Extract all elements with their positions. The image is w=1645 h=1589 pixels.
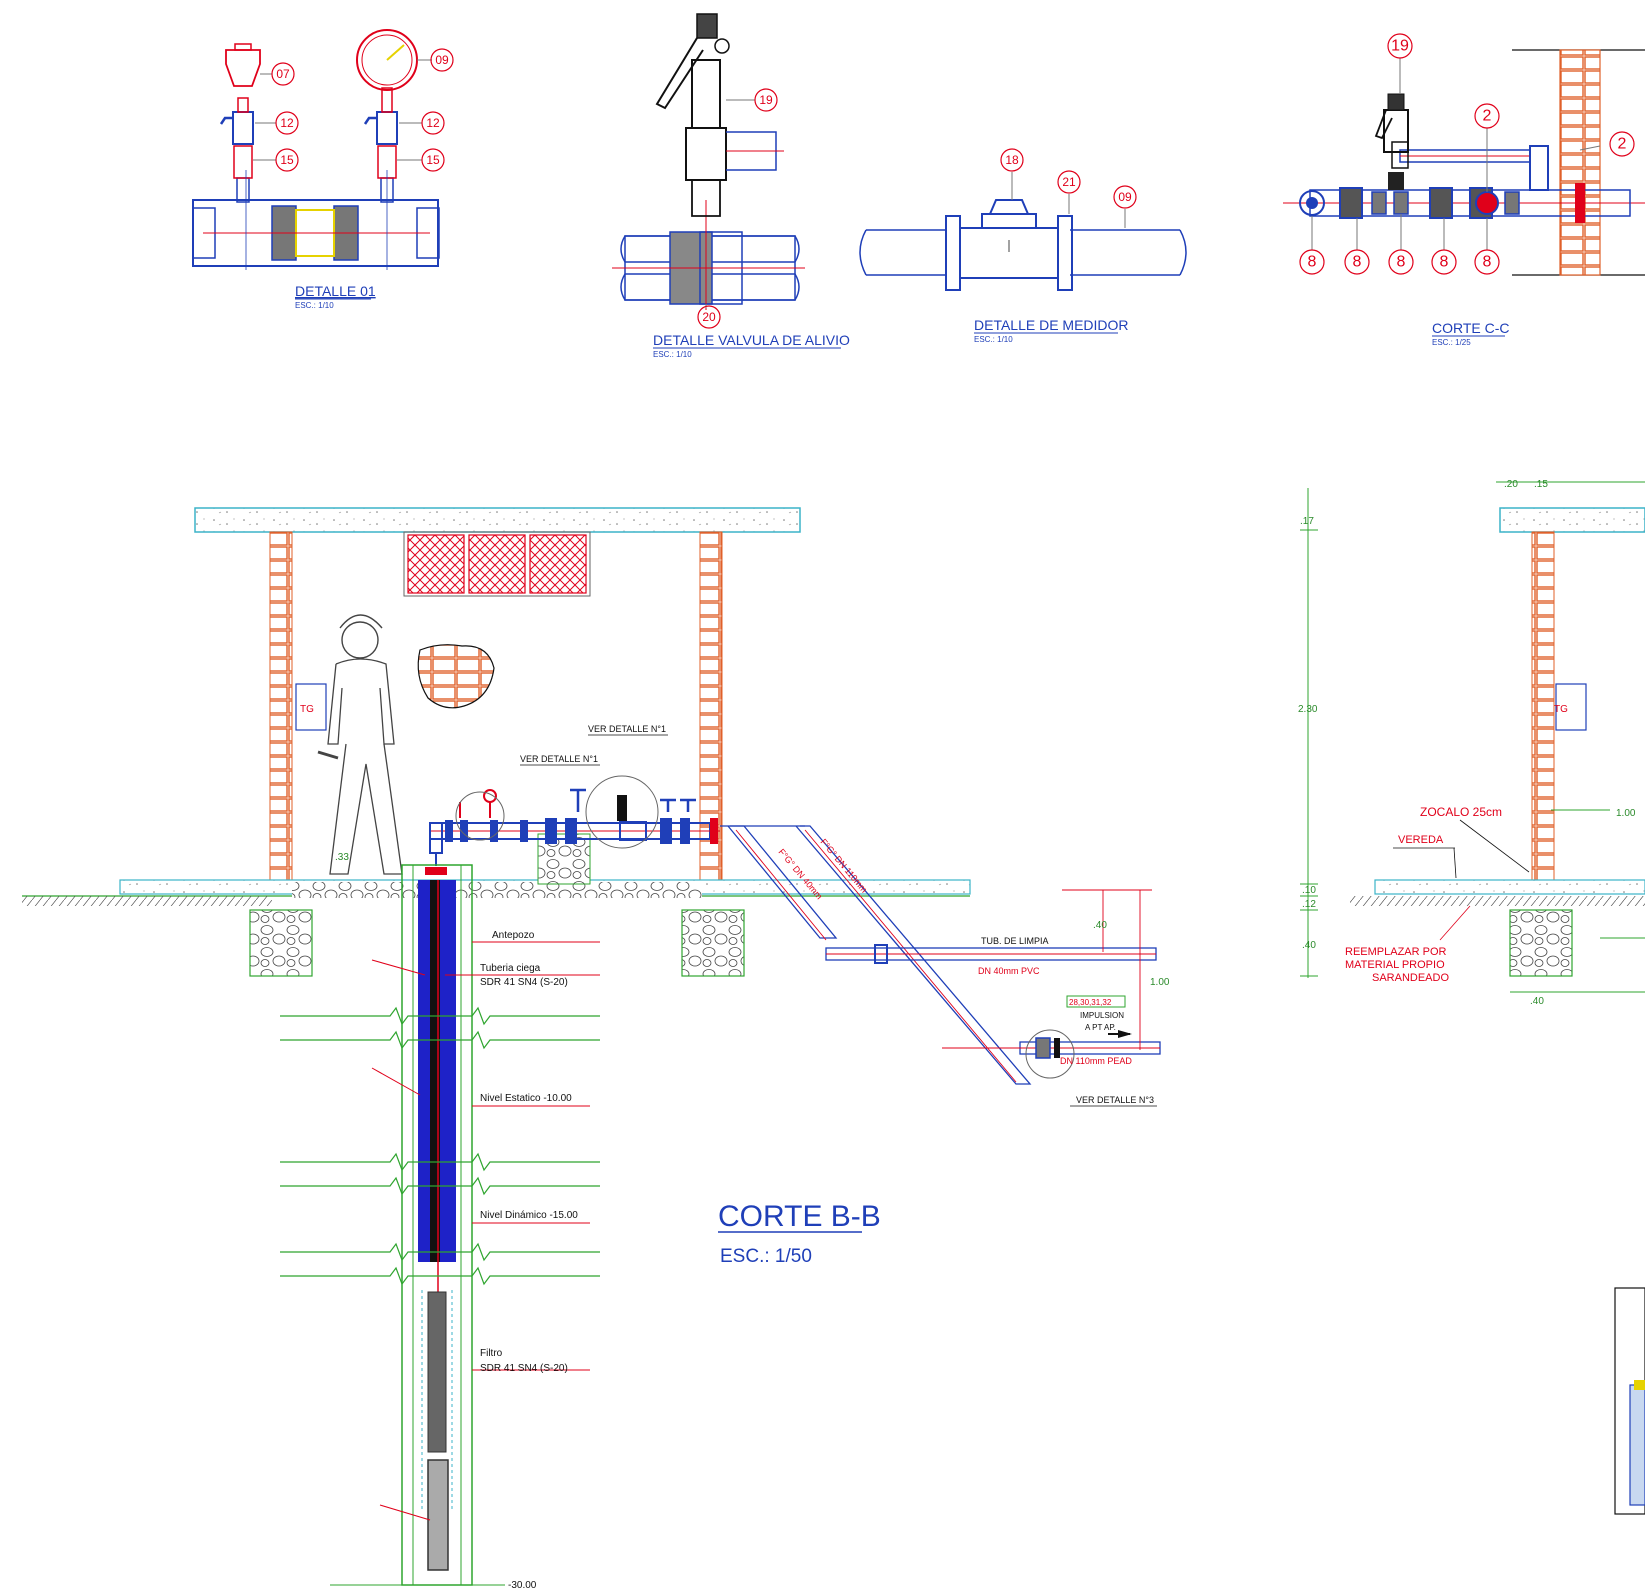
label-nivel-dinamico: Nivel Dinámico -15.00 xyxy=(480,1210,578,1221)
panel-tg-right: TG xyxy=(1554,704,1568,715)
callout-19-cc: 19 xyxy=(1391,38,1409,55)
detail-01-callouts: 07 09 12 12 15 15 xyxy=(253,48,454,172)
label-dn110: DN 110mm PEAD xyxy=(1060,1056,1132,1066)
right-section-labels: .17 2.30 .10 .12 .40 .20 .15 1.00 .40 TG… xyxy=(1298,479,1636,1007)
label-fondo: -30.00 xyxy=(508,1580,537,1589)
dim-1-00-right: 1.00 xyxy=(1616,808,1636,819)
callout-12-left: 12 xyxy=(280,116,294,130)
callout-8-d: 8 xyxy=(1440,254,1449,271)
callout-19-valve: 19 xyxy=(759,93,773,107)
label-tuberia-ciega: Tuberia ciega xyxy=(480,963,541,974)
callout-09-meter: 09 xyxy=(1118,190,1132,204)
label-vereda: VEREDA xyxy=(1398,834,1444,846)
label-reemplazar: REEMPLAZAR POR xyxy=(1345,946,1447,958)
dim-0-10: .10 xyxy=(1302,885,1316,896)
callout-2-cc-b: 2 xyxy=(1618,136,1627,153)
dim-0-15: .15 xyxy=(1534,479,1548,490)
dim-0-17: .17 xyxy=(1300,516,1314,527)
dim-0-40-right: .40 xyxy=(1302,940,1316,951)
relief-valve-callouts: 19 20 xyxy=(697,88,778,329)
label-sdr-1: SDR 41 SN4 (S-20) xyxy=(480,977,568,988)
section-b-b-piping xyxy=(425,775,1161,1085)
title-detalle-01: DETALLE 01 xyxy=(295,283,376,299)
dim-0-33: .33 xyxy=(335,852,349,863)
label-ver-detalle-1a: VER DETALLE N°1 xyxy=(588,724,666,734)
section-c-c-callouts: 19 2 2 8 8 8 8 8 xyxy=(1299,33,1635,275)
callout-18: 18 xyxy=(1005,153,1019,167)
label-zocalo: ZOCALO 25cm xyxy=(1420,805,1502,819)
title-medidor: DETALLE DE MEDIDOR xyxy=(974,317,1129,333)
label-filtro: Filtro xyxy=(480,1348,503,1359)
dim-1-00: 1.00 xyxy=(1150,977,1170,988)
panel-tg: TG xyxy=(300,704,314,715)
section-c-c xyxy=(1283,49,1645,276)
callout-8-b: 8 xyxy=(1353,254,1362,271)
callout-15-left: 15 xyxy=(280,153,294,167)
detail-meter xyxy=(859,199,1187,291)
title-corte-bb: CORTE B-B xyxy=(718,1200,881,1233)
label-impulsion: IMPULSION xyxy=(1080,1011,1124,1020)
dim-0-20: .20 xyxy=(1504,479,1518,490)
dim-0-40: .40 xyxy=(1093,920,1107,931)
callout-12-right: 12 xyxy=(426,116,440,130)
callout-8-a: 8 xyxy=(1308,254,1317,271)
label-items-ref: 28,30,31,32 xyxy=(1069,998,1112,1007)
callout-09: 09 xyxy=(435,53,449,67)
label-sarandeado: SARANDEADO xyxy=(1372,972,1449,984)
label-dn40: DN 40mm PVC xyxy=(978,966,1040,976)
scale-corte-cc: ESC.: 1/25 xyxy=(1432,338,1471,347)
label-a-pt: A PT AP. xyxy=(1085,1023,1116,1032)
label-sdr-2: SDR 41 SN4 (S-20) xyxy=(480,1363,568,1374)
well-labels: Antepozo Tuberia ciega SDR 41 SN4 (S-20)… xyxy=(335,724,1170,1589)
title-valvula: DETALLE VALVULA DE ALIVIO xyxy=(653,332,850,348)
label-tub-limpia: TUB. DE LIMPIA xyxy=(981,936,1049,946)
detail-relief-valve xyxy=(612,13,805,310)
right-section xyxy=(1300,481,1645,1515)
title-corte-cc: CORTE C-C xyxy=(1432,320,1510,336)
callout-2-cc-a: 2 xyxy=(1483,108,1492,125)
scale-medidor: ESC.: 1/10 xyxy=(974,335,1013,344)
callout-20: 20 xyxy=(702,310,716,324)
callout-8-e: 8 xyxy=(1483,254,1492,271)
section-b-b-building xyxy=(22,507,971,977)
callout-8-c: 8 xyxy=(1397,254,1406,271)
dim-0-40-base: .40 xyxy=(1530,996,1544,1007)
scale-corte-bb: ESC.: 1/50 xyxy=(720,1246,812,1267)
label-ver-detalle-3: VER DETALLE N°3 xyxy=(1076,1095,1154,1105)
dim-0-12: .12 xyxy=(1302,899,1316,910)
label-nivel-estatico: Nivel Estatico -10.00 xyxy=(480,1093,572,1104)
label-material: MATERIAL PROPIO xyxy=(1345,959,1445,971)
meter-callouts: 18 21 09 xyxy=(1000,148,1137,228)
callout-15-right: 15 xyxy=(426,153,440,167)
detail-01 xyxy=(192,29,440,270)
section-b-b-well xyxy=(280,864,600,1586)
callout-07: 07 xyxy=(276,67,290,81)
label-ver-detalle-1b: VER DETALLE N°1 xyxy=(520,754,598,764)
dim-2-30: 2.30 xyxy=(1298,704,1318,715)
label-antepozo: Antepozo xyxy=(492,930,535,941)
scale-valvula: ESC.: 1/10 xyxy=(653,350,692,359)
callout-21: 21 xyxy=(1062,175,1076,189)
scale-detalle-01: ESC.: 1/10 xyxy=(295,301,334,310)
